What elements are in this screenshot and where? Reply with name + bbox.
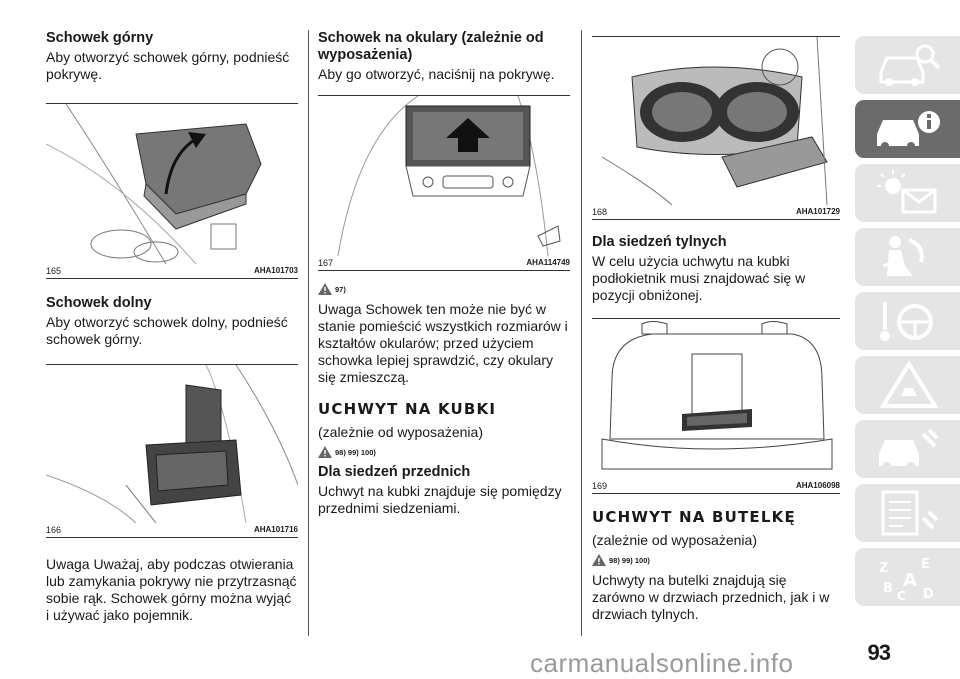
armrest-lower-illustration — [46, 365, 298, 523]
text-upper-compartment: Aby otworzyć schowek górny, podnieść pok… — [46, 49, 290, 82]
note-glasses: Uwaga Schowek ten może nie być w stanie … — [318, 301, 568, 385]
tab-car-search[interactable] — [855, 36, 960, 94]
figure-167-caption: 167 AHA114749 — [318, 256, 570, 270]
figure-number: 169 — [592, 481, 608, 491]
car-info-icon — [877, 111, 940, 150]
spec-sheet-icon — [881, 490, 939, 536]
tab-warning[interactable] — [855, 356, 960, 414]
figure-166-caption: 166 AHA101716 — [46, 523, 298, 537]
cup-holder-subtitle: (zależnie od wyposażenia) — [318, 424, 483, 440]
watermark: carmanualsonline.info — [530, 648, 794, 678]
airbag-person-icon — [882, 236, 924, 276]
warning-ref-text: 97) — [335, 284, 346, 294]
figure-number: 165 — [46, 266, 62, 276]
heading-bottle-holder: UCHWYT NA BUTELKĘ — [592, 508, 796, 526]
steering-wheel-icon — [880, 302, 933, 341]
text-rear-seats: W celu użycia uchwytu na kubki podłokiet… — [592, 253, 806, 303]
figure-167: 167 AHA114749 — [318, 95, 570, 271]
figure-code: AHA101729 — [795, 207, 840, 216]
car-search-icon — [879, 44, 941, 86]
car-repair-icon — [879, 428, 939, 470]
armrest-upper-illustration — [46, 104, 298, 264]
warning-triangle-icon — [879, 360, 939, 408]
warning-triangle-icon — [318, 283, 332, 295]
tab-steering[interactable] — [855, 292, 960, 350]
text-glasses-compartment: Aby go otworzyć, naciśnij na pokrywę. — [318, 66, 555, 82]
note-hands: Uwaga Uważaj, aby podczas otwierania lub… — [46, 556, 297, 623]
text-bottle-holder: Uchwyty na butelki znajdują się zarówno … — [592, 572, 830, 622]
figure-169: 169 AHA106098 — [592, 318, 840, 494]
heading-rear-seats: Dla siedzeń tylnych — [592, 234, 727, 250]
heading-cup-holder: UCHWYT NA KUBKI — [318, 400, 497, 418]
warning-ref-text: 98) 99) 100) — [335, 447, 376, 457]
figure-code: AHA106098 — [795, 481, 840, 490]
page-number: 93 — [867, 640, 892, 665]
warning-triangle-icon — [592, 554, 606, 566]
tab-airbag[interactable] — [855, 228, 960, 286]
tab-car-repair[interactable] — [855, 420, 960, 478]
warning-ref-1: 97) — [318, 283, 570, 295]
warning-triangle-icon — [318, 446, 332, 458]
column-divider — [581, 30, 582, 636]
alphabet-index-icon: Z E B A C D — [879, 557, 934, 603]
figure-168: 168 AHA101729 — [592, 36, 840, 220]
figure-number: 168 — [592, 207, 608, 217]
figure-169-caption: 169 AHA106098 — [592, 479, 840, 493]
svg-text:B: B — [883, 581, 893, 596]
svg-text:Z: Z — [879, 561, 888, 576]
glasses-compartment-illustration — [318, 96, 570, 256]
heading-lower-compartment: Schowek dolny — [46, 295, 152, 311]
warning-ref-text: 98) 99) 100) — [609, 555, 650, 565]
heading-front-seats: Dla siedzeń przednich — [318, 464, 471, 480]
front-cup-holder-illustration — [592, 37, 840, 205]
rear-armrest-illustration — [592, 319, 840, 479]
warning-ref-3: 98) 99) 100) — [592, 554, 840, 566]
figure-165-caption: 165 AHA101703 — [46, 264, 298, 278]
bottle-holder-subtitle: (zależnie od wyposażenia) — [592, 532, 757, 548]
tab-car-info[interactable] — [855, 100, 960, 158]
column-2: Schowek na okulary (zależnie od wyposaże… — [318, 30, 570, 517]
column-divider — [308, 30, 309, 636]
column-1: Schowek górny Aby otworzyć schowek górny… — [46, 30, 298, 624]
figure-number: 166 — [46, 525, 62, 535]
heading-upper-compartment: Schowek górny — [46, 30, 154, 46]
text-lower-compartment: Aby otworzyć schowek dolny, podnieść sch… — [46, 314, 288, 347]
figure-166: 166 AHA101716 — [46, 364, 298, 538]
figure-code: AHA114749 — [526, 258, 570, 267]
tab-dashboard-lights[interactable] — [855, 164, 960, 222]
tab-index[interactable]: Z E B A C D — [855, 548, 960, 606]
text-front-seats: Uchwyt na kubki znajduje się pomiędzy pr… — [318, 483, 562, 516]
figure-165: 165 AHA101703 — [46, 103, 298, 279]
figure-number: 167 — [318, 258, 334, 268]
dashboard-lights-icon — [877, 170, 937, 214]
svg-text:C: C — [897, 589, 906, 602]
heading-glasses-compartment: Schowek na okulary (zależnie od wyposaże… — [318, 30, 544, 63]
svg-text:E: E — [921, 557, 930, 572]
tab-specs[interactable] — [855, 484, 960, 542]
figure-168-caption: 168 AHA101729 — [592, 205, 840, 219]
svg-text:A: A — [903, 570, 917, 591]
warning-ref-2: 98) 99) 100) — [318, 446, 570, 458]
figure-code: AHA101716 — [253, 525, 298, 534]
column-3: 168 AHA101729 Dla siedzeń tylnych W celu… — [592, 30, 840, 623]
figure-code: AHA101703 — [253, 266, 298, 275]
svg-text:D: D — [923, 587, 934, 602]
